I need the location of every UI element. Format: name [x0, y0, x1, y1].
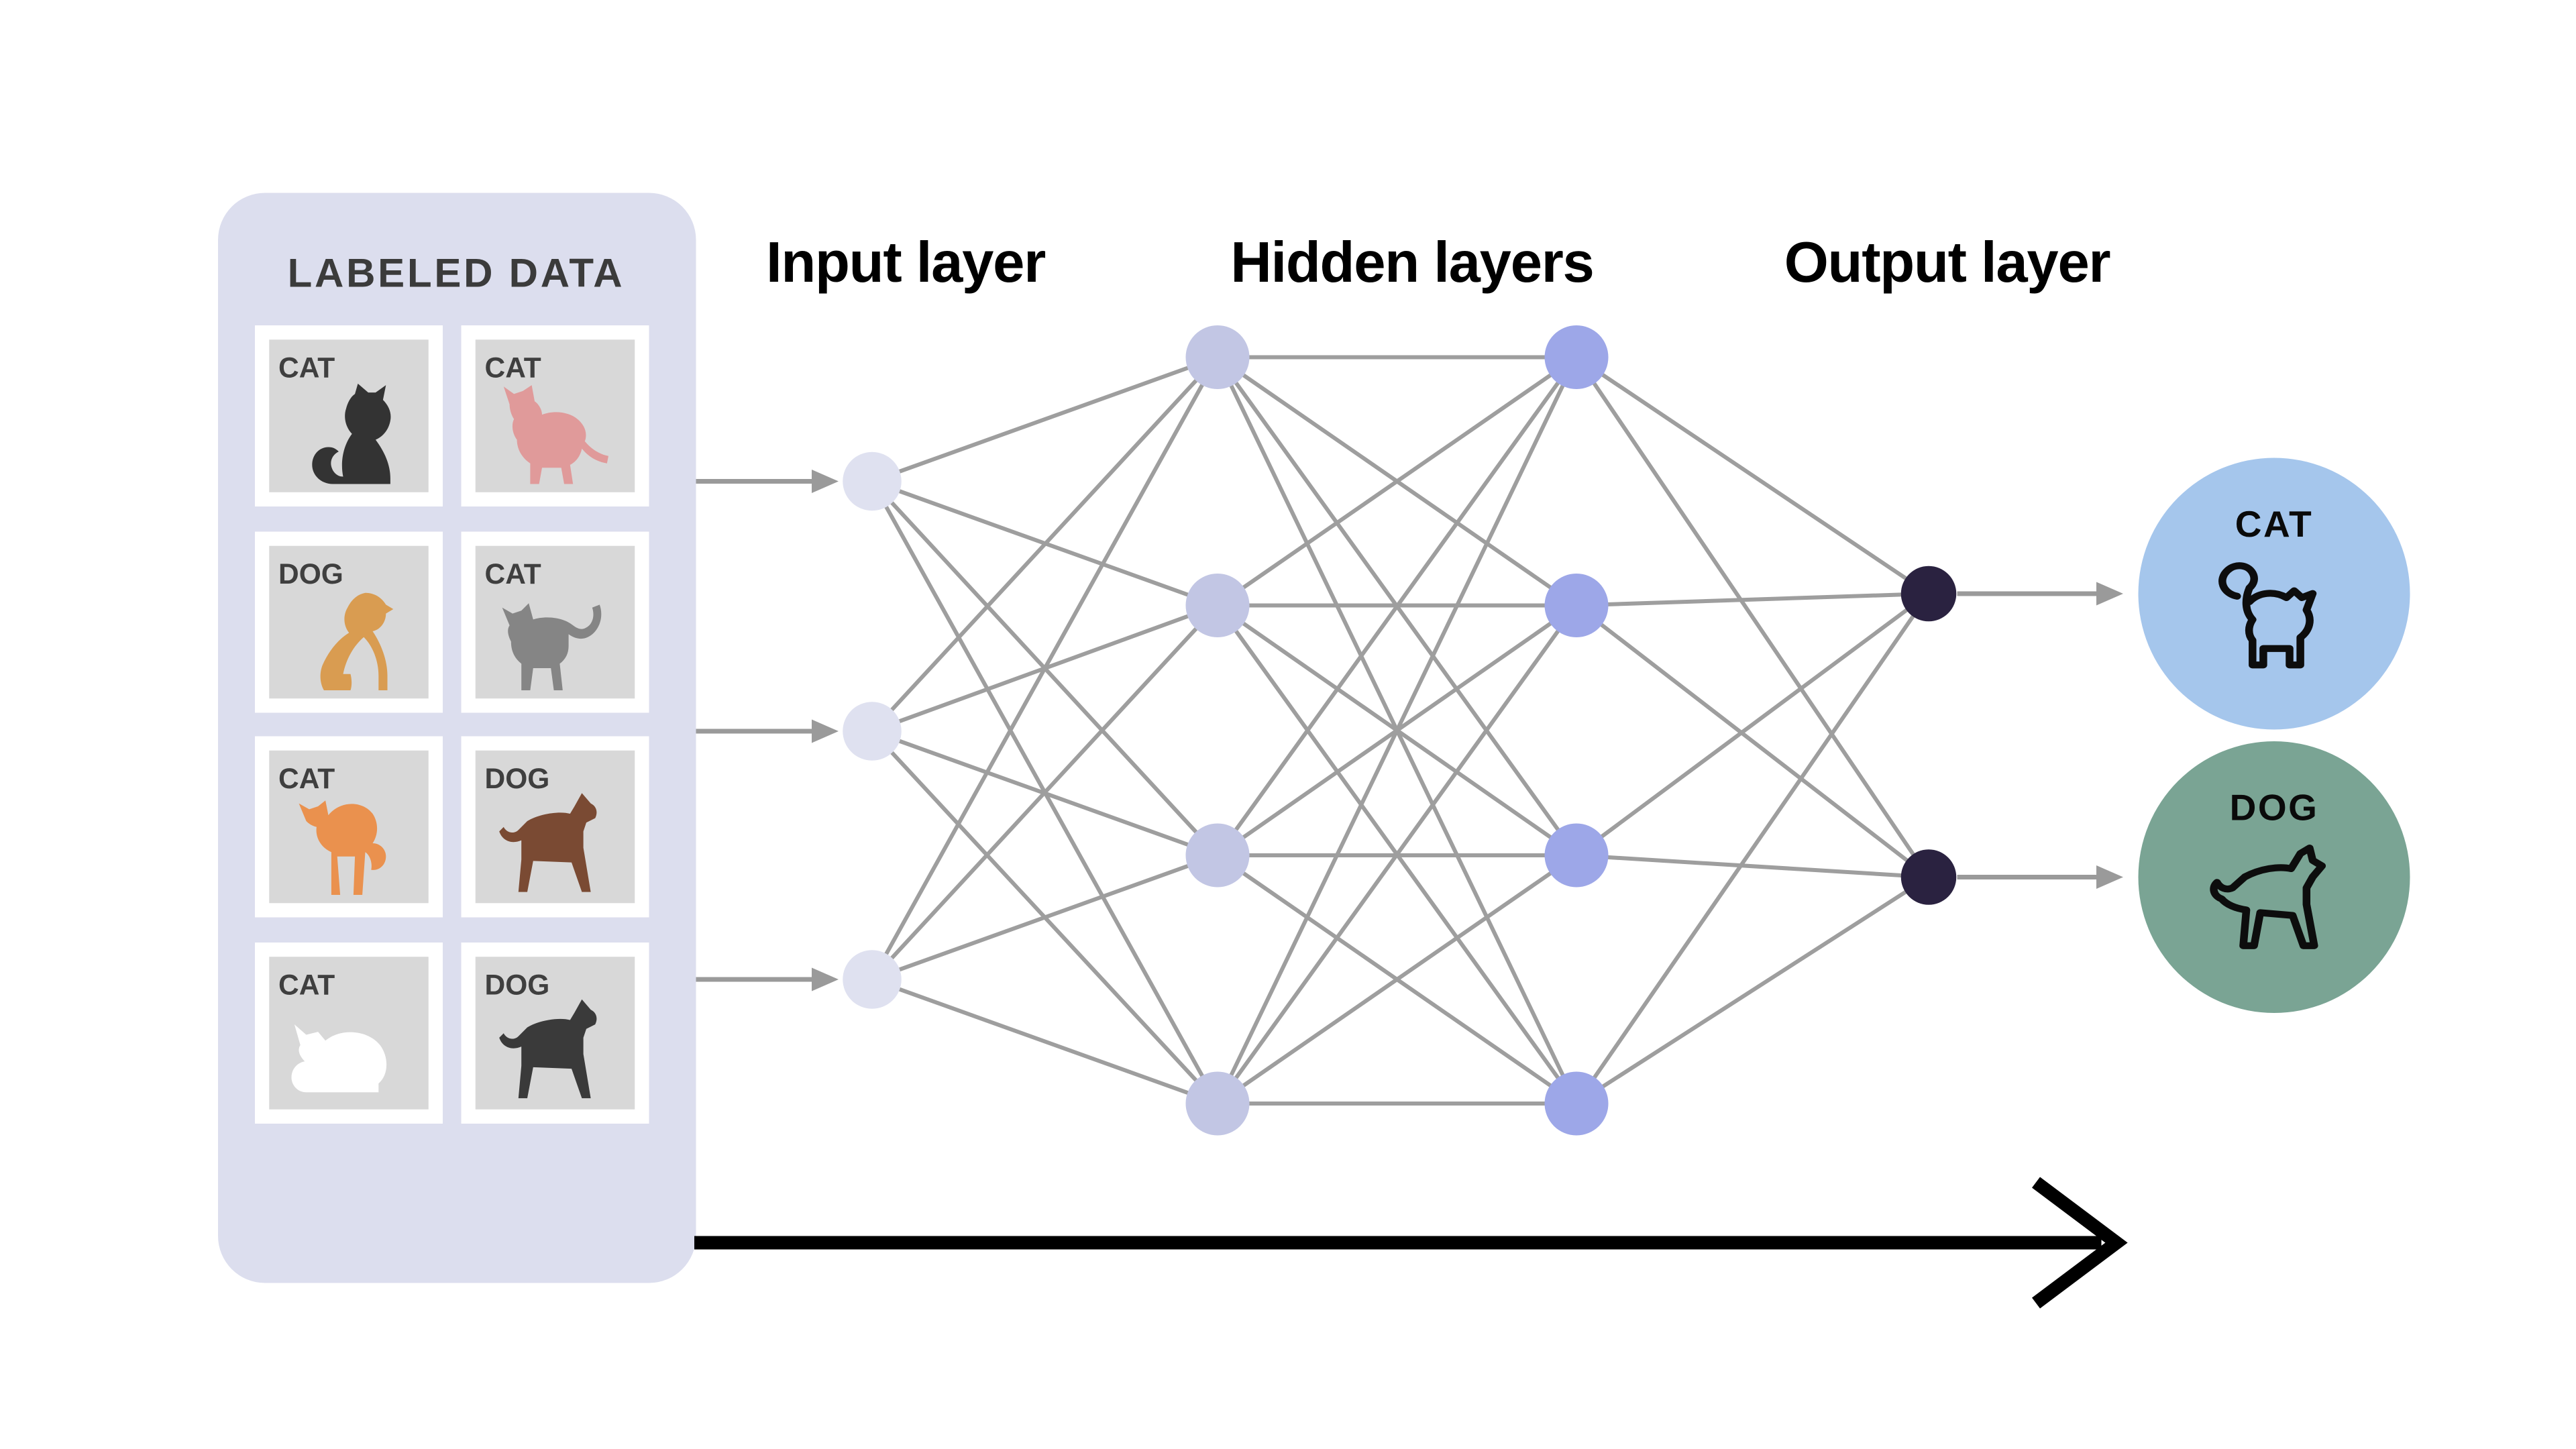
hidden-2-node — [1544, 823, 1609, 888]
dog-standing-icon — [499, 999, 597, 1099]
connection-line — [1576, 853, 1929, 879]
input-node — [843, 950, 902, 1009]
hidden-2-node — [1544, 574, 1609, 637]
cat-outline-path — [2218, 562, 2317, 669]
cat-arched-icon — [299, 800, 386, 895]
connection-line — [870, 356, 1220, 733]
labeled-tile: DOG — [461, 943, 649, 1124]
cat-walking-tail-up-icon — [502, 603, 602, 690]
cat-sitting-icon — [312, 383, 391, 484]
output-node — [1900, 566, 1957, 622]
connection-line — [871, 355, 1219, 484]
tile-label: CAT — [278, 970, 335, 1002]
result-dog-label: DOG — [2230, 787, 2319, 828]
feed-arrow — [696, 719, 839, 743]
cat-outline-icon — [2218, 562, 2317, 669]
tile-label: CAT — [485, 559, 541, 590]
tile-label: CAT — [485, 353, 541, 384]
labeled-data-panel: LABELED DATA CAT CAT DOG CAT CAT DOG CAT DOG — [218, 193, 696, 1283]
panel-title: LABELED DATA — [288, 251, 625, 296]
hidden-1-node — [1185, 823, 1250, 888]
feed-arrow-head — [812, 967, 839, 991]
labeled-tile: CAT — [461, 531, 649, 713]
hidden-1-node — [1185, 1071, 1250, 1136]
tile-label: CAT — [278, 763, 335, 795]
result-cat: CAT — [2138, 458, 2410, 730]
connection-line — [871, 853, 1219, 981]
input-node — [843, 702, 902, 761]
labeled-tile: CAT — [255, 325, 443, 506]
labeled-tile: CAT — [255, 736, 443, 918]
connection-line — [1575, 592, 1930, 857]
flow-arrow-head — [2032, 1177, 2128, 1309]
connection-line — [1216, 356, 1578, 607]
dog-sitting-icon — [320, 592, 394, 690]
labeled-tile: CAT — [461, 325, 649, 506]
feed-arrows — [696, 470, 2123, 991]
connection-line — [870, 604, 1220, 981]
connection-line — [871, 977, 1219, 1106]
feed-arrow — [696, 470, 839, 493]
feed-arrow-head — [812, 470, 839, 493]
dog-outline-path — [2210, 845, 2326, 949]
output-layer-header: Output layer — [1784, 231, 2110, 294]
hidden-1-node — [1185, 574, 1250, 637]
connection-line — [1575, 356, 1930, 596]
tile-label: DOG — [278, 559, 343, 590]
hidden-2-node — [1544, 1071, 1609, 1136]
feed-arrow-head — [2096, 582, 2123, 606]
result-circle-dog — [2138, 741, 2410, 1013]
tile-label: CAT — [278, 353, 335, 384]
connection-line — [1216, 853, 1578, 1106]
output-node — [1900, 849, 1957, 905]
input-node — [843, 451, 902, 511]
result-cat-label: CAT — [2235, 503, 2313, 545]
feed-arrow-head — [2096, 865, 2123, 889]
connection-line — [1574, 592, 1931, 1105]
result-dog: DOG — [2138, 741, 2410, 1013]
cat-lying-icon — [291, 1024, 387, 1093]
network-headers: Input layer Hidden layers Output layer — [766, 231, 2111, 294]
connection-lines — [870, 355, 1931, 1106]
tile-label: DOG — [485, 763, 550, 795]
feed-arrow — [696, 967, 839, 991]
connection-line — [1216, 356, 1578, 1105]
connection-line — [870, 356, 1220, 981]
cat-walking-tail-down-icon — [503, 385, 608, 484]
hidden-1-node — [1185, 325, 1250, 389]
connection-line — [1216, 604, 1578, 1105]
feed-arrow — [1957, 582, 2123, 606]
connection-line — [1576, 592, 1929, 608]
dog-outline-icon — [2210, 845, 2326, 949]
network-nodes — [843, 325, 1957, 1136]
labeled-tile: DOG — [461, 736, 649, 918]
dog-standing-icon — [499, 793, 597, 892]
connection-line — [1575, 604, 1930, 879]
tiles-grid: CAT CAT DOG CAT CAT DOG CAT DOG — [255, 325, 649, 1124]
hidden-2-node — [1544, 325, 1609, 389]
feed-arrow-head — [812, 719, 839, 743]
flow-arrow — [694, 1177, 2128, 1309]
feed-arrow — [1957, 865, 2123, 889]
hidden-layers-header: Hidden layers — [1230, 231, 1593, 294]
input-layer-header: Input layer — [766, 231, 1045, 294]
tile-label: DOG — [485, 970, 550, 1002]
connection-line — [1216, 356, 1578, 857]
labeled-tile: CAT — [255, 943, 443, 1124]
labeled-tile: DOG — [255, 531, 443, 713]
connection-line — [1574, 356, 1931, 879]
connection-line — [1575, 875, 1930, 1106]
